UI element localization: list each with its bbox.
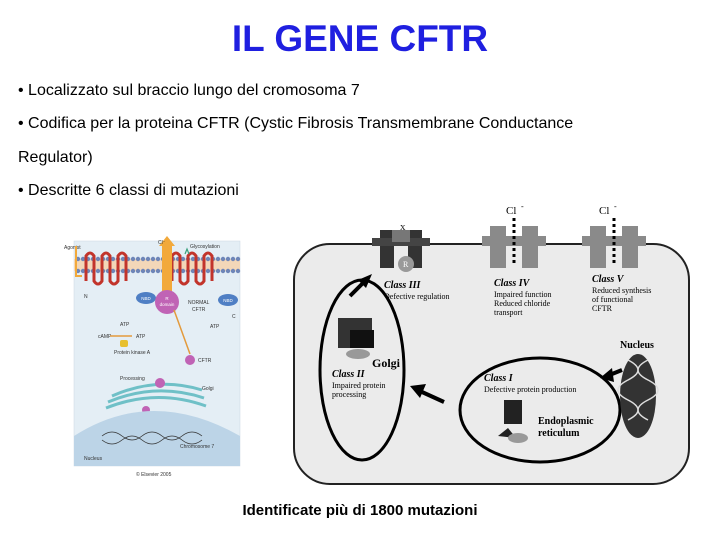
class3-channel: R x [372, 221, 430, 272]
atp-label-1: ATP [120, 322, 130, 328]
cl-right-label: Cl [599, 205, 609, 217]
bullet-continuation: Regulator) [18, 149, 93, 166]
mutation-classes-figure: R x Class III Defective regulation Cl - … [293, 202, 690, 485]
class5-desc-3: CFTR [592, 304, 613, 313]
cl-ion-label: Cl⁻ [158, 240, 166, 246]
cftr-cell-figure: Cl⁻ Agonist Glycosylation N C NBD R doma… [62, 236, 244, 480]
pathway-arrows [348, 274, 623, 404]
chromosome7-label: Chromosome 7 [180, 444, 214, 450]
class5-desc-2: of functional [592, 295, 634, 304]
nbd-left-domain [136, 292, 156, 304]
slide-title: IL GENE CFTR [231, 18, 489, 59]
r-domain-label-1: R [165, 296, 169, 301]
normal-cftr-label-2: CFTR [192, 307, 206, 313]
class4-desc-3: transport [494, 308, 523, 317]
class4-title: Class IV [494, 278, 531, 289]
nucleus-label: Nucleus [84, 456, 103, 462]
class3-title: Class III [384, 280, 422, 291]
pka-icon [120, 340, 128, 347]
er-label-1: Endoplasmic [538, 416, 594, 427]
class2-desc-2: processing [332, 390, 366, 399]
camp-label: cAMP [98, 334, 112, 340]
bullet-item: • Codifica per la proteina CFTR (Cystic … [18, 115, 574, 132]
copyright-label: © Elsevier 2005 [136, 471, 172, 478]
glycosylation-label: Glycosylation [190, 244, 220, 250]
cl-left-charge: - [521, 202, 524, 211]
atp-label-3: ATP [136, 334, 146, 340]
class2-title: Class II [332, 369, 366, 380]
class3-desc: Defective regulation [384, 292, 450, 301]
caption: Identificate più di 1800 mutazioni [242, 502, 478, 519]
cl-left-label: Cl [506, 205, 516, 217]
atp-label-2: ATP [210, 324, 220, 330]
nbd-left-label: NBD [141, 296, 151, 301]
er-label-2: reticulum [538, 428, 580, 439]
agonist-label: Agonist [64, 245, 81, 251]
bullet-item: • Descritte 6 classi di mutazioni [18, 182, 239, 199]
normal-cftr-label-1: NORMAL [188, 300, 210, 306]
r-domain [155, 290, 179, 314]
golgi-label: Golgi [202, 386, 214, 392]
nbd-right-label: NBD [223, 298, 233, 303]
bullet-item: • Localizzato sul braccio lungo del crom… [18, 82, 360, 99]
class1-desc: Defective protein production [484, 385, 576, 394]
block-x-icon: x [400, 221, 406, 233]
class5-desc-1: Reduced synthesis [592, 286, 651, 295]
class2-desc-1: Impaired protein [332, 381, 386, 390]
cftr-helices [84, 251, 214, 286]
nucleus-body [620, 354, 656, 438]
r-domain-label-2: domain [160, 302, 175, 307]
class5-title: Class V [592, 274, 625, 285]
class5-channel: Cl - [582, 202, 646, 268]
class4-channel: Cl - [482, 202, 546, 268]
n-terminus-label: N [84, 294, 88, 300]
golgi-label: Golgi [372, 356, 401, 370]
class1-title: Class I [484, 373, 514, 384]
cl-right-charge: - [614, 202, 617, 211]
cftr-vesicle-label: CFTR [198, 358, 212, 364]
nucleus-label: Nucleus [620, 340, 654, 351]
pka-label: Protein kinase A [114, 350, 151, 356]
nbd-right-domain [218, 294, 238, 306]
nucleus-region [74, 411, 240, 466]
class4-desc-1: Impaired function [494, 290, 552, 299]
c-terminus-label: C [232, 314, 236, 320]
class4-desc-2: Reduced chloride [494, 299, 551, 308]
processing-label: Processing [120, 376, 145, 382]
r-mark-label: R [403, 260, 409, 269]
